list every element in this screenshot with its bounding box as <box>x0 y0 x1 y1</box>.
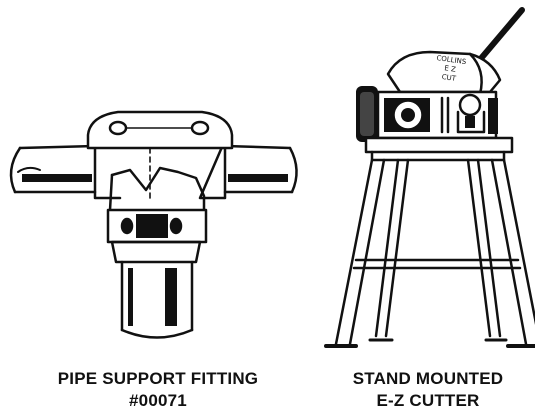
caption-right-line-2: E-Z CUTTER <box>376 391 480 410</box>
pipe-support-fitting-caption: PIPE SUPPORT FITTING #00071 <box>38 368 278 412</box>
stand-mounted-cutter-caption: STAND MOUNTED E-Z CUTTER <box>308 368 535 412</box>
caption-left-line-2: #00071 <box>129 391 187 410</box>
caption-left-line-1: PIPE SUPPORT FITTING <box>57 369 259 388</box>
caption-right-line-1: STAND MOUNTED <box>352 369 504 388</box>
